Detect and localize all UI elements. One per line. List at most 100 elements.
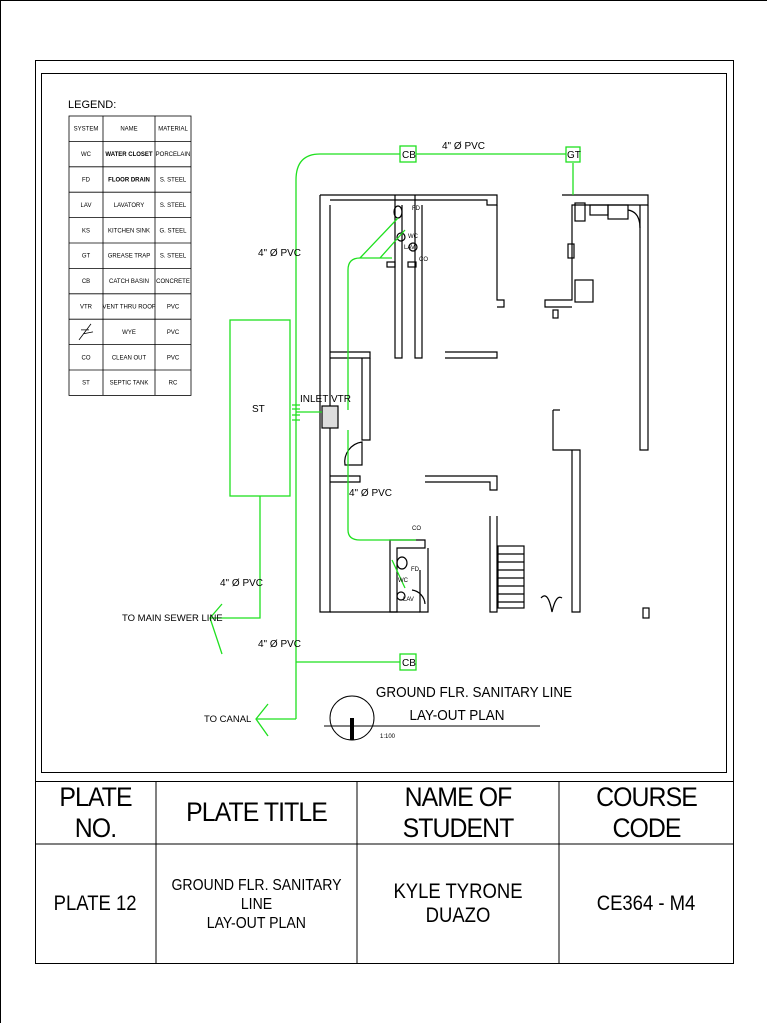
label-pipe-left: 4" Ø PVC	[258, 248, 301, 259]
wall-toilet-1	[394, 195, 423, 359]
label-co-2: CO	[412, 526, 421, 532]
wall-lower-left	[330, 475, 361, 483]
wall-mid-right	[445, 351, 498, 359]
wall-right-top	[544, 194, 649, 308]
header-student-text: NAME OF STUDENT	[402, 781, 515, 843]
wall-lower-right	[425, 475, 498, 491]
catch-basin-top	[399, 145, 417, 163]
wye-icon	[78, 323, 94, 341]
wall-corridor	[361, 358, 371, 441]
vtr-fixture	[321, 405, 339, 429]
label-cb-top: CB	[402, 150, 416, 161]
header-course: COURSE CODE	[559, 781, 734, 844]
catch-basin-bottom	[399, 653, 417, 671]
label-pipe-top: 4" Ø PVC	[442, 141, 485, 152]
legend-cell: KS	[82, 228, 90, 234]
drawing-frame	[41, 73, 727, 773]
legend-cell: RC	[169, 381, 178, 387]
label-fd-2: FD	[411, 567, 420, 573]
north-arrow	[350, 718, 354, 740]
plan-title: GROUND FLR. SANITARY LINE LAY-OUT PLAN 1…	[324, 684, 572, 741]
label-cb-bottom: CB	[402, 658, 416, 669]
header-student: NAME OF STUDENT	[357, 781, 559, 844]
pipe-branch-lower	[347, 430, 416, 541]
label-pipe-mid: 4" Ø PVC	[349, 488, 392, 499]
plan-title-line2: LAY-OUT PLAN	[410, 707, 505, 724]
legend-cell: CONCRETE	[156, 279, 190, 285]
legend-cell: S. STEEL	[160, 203, 187, 209]
wall-lower-mid	[489, 516, 498, 613]
header-plate-no: PLATE NO.	[35, 781, 156, 844]
label-lav-2: LAV	[403, 597, 414, 603]
header-course-text: COURSE CODE	[596, 781, 698, 843]
legend-cell: WC	[81, 152, 92, 158]
label-co-1: CO	[419, 257, 428, 263]
label-gt: GT	[567, 150, 581, 161]
plan-scale: 1:100	[380, 734, 396, 740]
door-swing-corridor	[344, 441, 363, 466]
label-lav-1: LAV	[404, 245, 415, 251]
legend-cell: VTR	[80, 305, 93, 311]
legend-cell: CB	[82, 279, 90, 285]
floor-plan-walls	[319, 194, 650, 619]
legend-cell: GREASE TRAP	[108, 254, 151, 260]
value-student-text: KYLE TYRONE DUAZO	[393, 880, 523, 927]
legend-cell: SEPTIC TANK	[110, 381, 149, 387]
legend-header-cell: MATERIAL	[158, 127, 188, 133]
pipe-branch-upper	[347, 257, 392, 410]
header-plate-title-text: PLATE TITLE	[186, 797, 328, 827]
arrow-to-sewer	[209, 603, 223, 655]
value-student: KYLE TYRONE DUAZO	[357, 844, 559, 964]
label-st: ST	[252, 404, 265, 415]
toilet-fixtures-lower	[396, 556, 408, 601]
legend-cell: CATCH BASIN	[109, 279, 149, 285]
value-plate-title-line1: GROUND FLR. SANITARY LINE	[171, 876, 342, 913]
wall-toilet-2	[389, 539, 426, 613]
legend-cell: S. STEEL	[160, 178, 187, 184]
wall-right-side	[639, 205, 649, 451]
header-plate-title: PLATE TITLE	[156, 781, 357, 844]
legend-cell: S. STEEL	[160, 254, 187, 260]
legend-cell: KITCHEN SINK	[108, 228, 150, 234]
header-plate-no-text: PLATE NO.	[59, 781, 132, 843]
wall-top-right-stub	[496, 205, 505, 308]
pipe-to-sewer	[210, 496, 261, 619]
legend-cell: G. STEEL	[159, 228, 187, 234]
legend-cell: WYE	[122, 330, 136, 336]
value-plate-no-text: PLATE 12	[54, 892, 137, 915]
pipe-wye-marks	[292, 404, 300, 421]
legend-cell: PVC	[167, 355, 180, 361]
sanitary-pipes	[209, 145, 581, 737]
legend-cell: CLEAN OUT	[112, 355, 147, 361]
plan-title-line1: GROUND FLR. SANITARY LINE	[376, 684, 572, 701]
value-plate-title-line2: LAY-OUT PLAN	[206, 914, 307, 932]
legend-grid	[68, 115, 192, 396]
legend-cell: WATER CLOSET	[105, 152, 153, 158]
legend-cell: LAVATORY	[114, 203, 144, 209]
legend-header-cell: NAME	[120, 127, 137, 133]
label-inlet-vtr: INLET VTR	[300, 394, 351, 405]
grease-trap	[565, 146, 581, 163]
label-fd-1: FD	[412, 206, 421, 212]
column-marker	[642, 607, 650, 619]
legend-cell: ST	[82, 381, 90, 387]
label-pipe-bottom: 4" Ø PVC	[258, 639, 301, 650]
legend-cell: FD	[82, 178, 91, 184]
stairs	[497, 545, 525, 609]
wall-top	[320, 194, 498, 206]
pipe-fixture-branch-lower	[391, 559, 406, 589]
legend-cell: FLOOR DRAIN	[108, 178, 150, 184]
wall-mid-left	[330, 351, 371, 359]
wall-toilet-2-right	[419, 548, 429, 613]
plan-labels: 4" Ø PVC CB GT 4" Ø PVC ST INLET VTR 4" …	[122, 141, 581, 725]
legend-cell: GT	[82, 254, 91, 260]
legend-cell: PORCELAIN	[156, 152, 191, 158]
title-block-grid	[35, 781, 734, 964]
kitchen-fixtures	[567, 202, 641, 303]
label-wc-2: WC	[398, 578, 409, 584]
label-wc-1: WC	[408, 234, 419, 240]
